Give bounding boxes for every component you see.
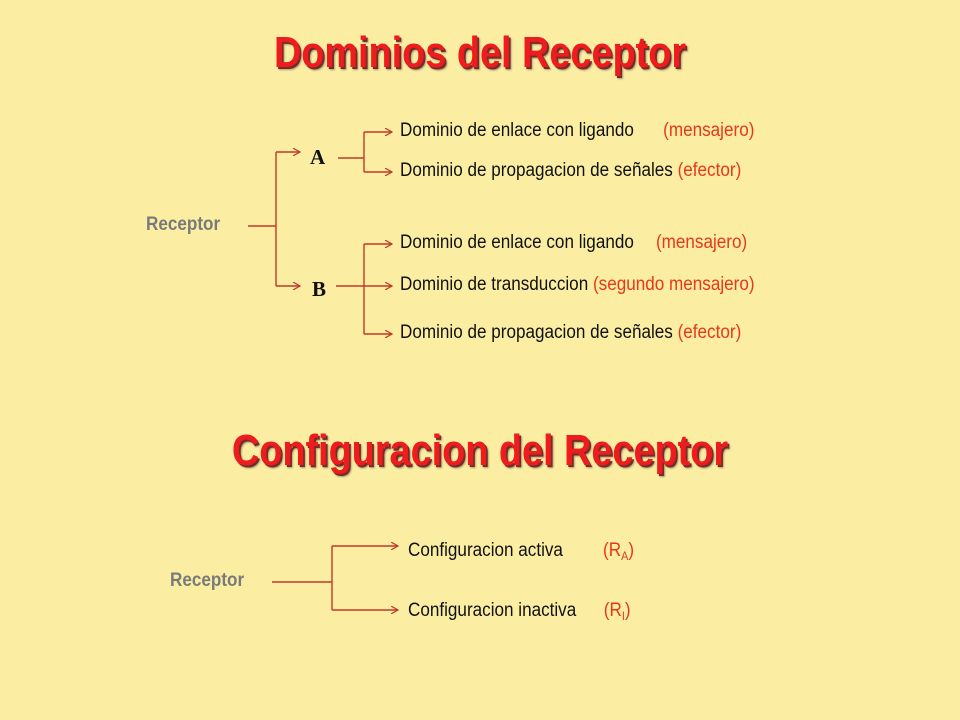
b-item-2-text: Dominio de transduccion xyxy=(400,274,589,295)
b-item-1-paren: (mensajero) xyxy=(655,232,748,253)
a-item-2: Dominio de propagacion de señales (efect… xyxy=(400,160,741,182)
config-item-inactiva-symbol: (RI) xyxy=(603,600,631,623)
a-item-1-paren: (mensajero) xyxy=(663,120,755,141)
branch-b-letter: B xyxy=(312,277,327,301)
b-item-3: Dominio de propagacion de señales (efect… xyxy=(400,322,741,344)
b-item-1: Dominio de enlace con ligando (mensajero… xyxy=(400,232,747,254)
b-item-2-paren: (segundo mensajero) xyxy=(592,274,755,295)
a-item-2-paren: (efector) xyxy=(677,160,742,181)
dominios-root-label: Receptor xyxy=(146,214,221,235)
a-item-1: Dominio de enlace con ligando (mensajero… xyxy=(400,120,754,142)
config-item-inactiva: Configuracion inactiva (RI) xyxy=(408,600,631,623)
b-item-3-text: Dominio de propagacion de señales xyxy=(400,322,673,343)
b-item-1-text: Dominio de enlace con ligando xyxy=(400,232,634,253)
branch-a-letter: A xyxy=(310,145,326,169)
a-item-1-text: Dominio de enlace con ligando xyxy=(400,120,634,141)
a-item-2-text: Dominio de propagacion de señales xyxy=(400,160,673,181)
b-item-3-paren: (efector) xyxy=(677,322,742,343)
page-title-configuracion: Configuracion del Receptor xyxy=(231,426,729,475)
config-item-activa-text: Configuracion activa xyxy=(408,540,563,561)
config-item-activa: Configuracion activa (RA) xyxy=(408,540,634,563)
page-title-dominios: Dominios del Receptor xyxy=(273,28,687,77)
config-item-activa-symbol: (RA) xyxy=(603,540,635,563)
config-item-inactiva-text: Configuracion inactiva xyxy=(408,600,577,621)
configuracion-root-label: Receptor xyxy=(170,570,245,591)
b-item-2: Dominio de transduccion (segundo mensaje… xyxy=(400,274,755,296)
